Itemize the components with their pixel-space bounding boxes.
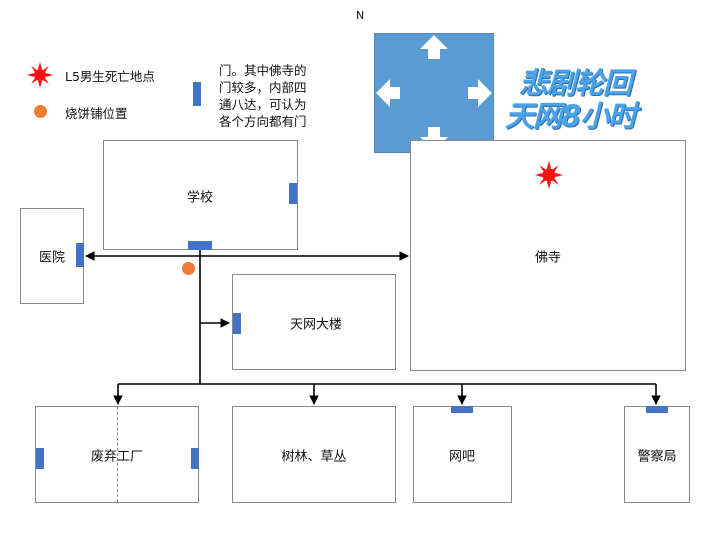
police-door xyxy=(646,406,668,413)
hospital-door xyxy=(76,243,84,267)
hospital-label: 医院 xyxy=(38,250,66,266)
school-building xyxy=(103,140,298,250)
netcafe-building xyxy=(413,406,512,503)
netcafe-door xyxy=(451,406,473,413)
skynet-tower-door xyxy=(233,313,241,334)
woods-label: 树林、草丛 xyxy=(281,449,347,465)
school-door-east xyxy=(289,183,297,204)
factory-door-east xyxy=(191,448,199,469)
pancake-shop-legend-icon xyxy=(34,105,47,118)
temple-label: 佛寺 xyxy=(534,250,562,266)
woods-area xyxy=(232,406,396,503)
event-logo-line2: 天网8小时 xyxy=(505,99,637,133)
school-door-south xyxy=(188,241,212,250)
factory-divider xyxy=(117,407,118,502)
death-spot-legend-label: L5男生死亡地点 xyxy=(65,69,155,84)
factory-label: 废弃工厂 xyxy=(90,449,144,465)
factory-door-west xyxy=(36,448,44,469)
north-label: N xyxy=(356,9,365,22)
skynet-tower-building xyxy=(232,274,396,370)
hospital-building xyxy=(20,208,84,304)
door-note: 门。其中佛寺的 门较多，内部四 通八达，可认为 各个方向都有门 xyxy=(219,63,307,129)
pancake-shop-legend-label: 烧饼铺位置 xyxy=(65,106,128,121)
police-building xyxy=(624,406,690,503)
netcafe-label: 网吧 xyxy=(448,449,476,465)
door-legend-icon xyxy=(193,82,201,106)
death-spot-legend-icon xyxy=(27,62,53,88)
event-logo-line1: 悲剧轮回 xyxy=(519,66,632,100)
school-label: 学校 xyxy=(186,190,214,206)
skynet-tower-label: 天网大楼 xyxy=(289,317,343,333)
pancake-shop-marker xyxy=(182,262,195,275)
death-spot-marker xyxy=(535,161,563,189)
police-label: 警察局 xyxy=(637,449,677,465)
